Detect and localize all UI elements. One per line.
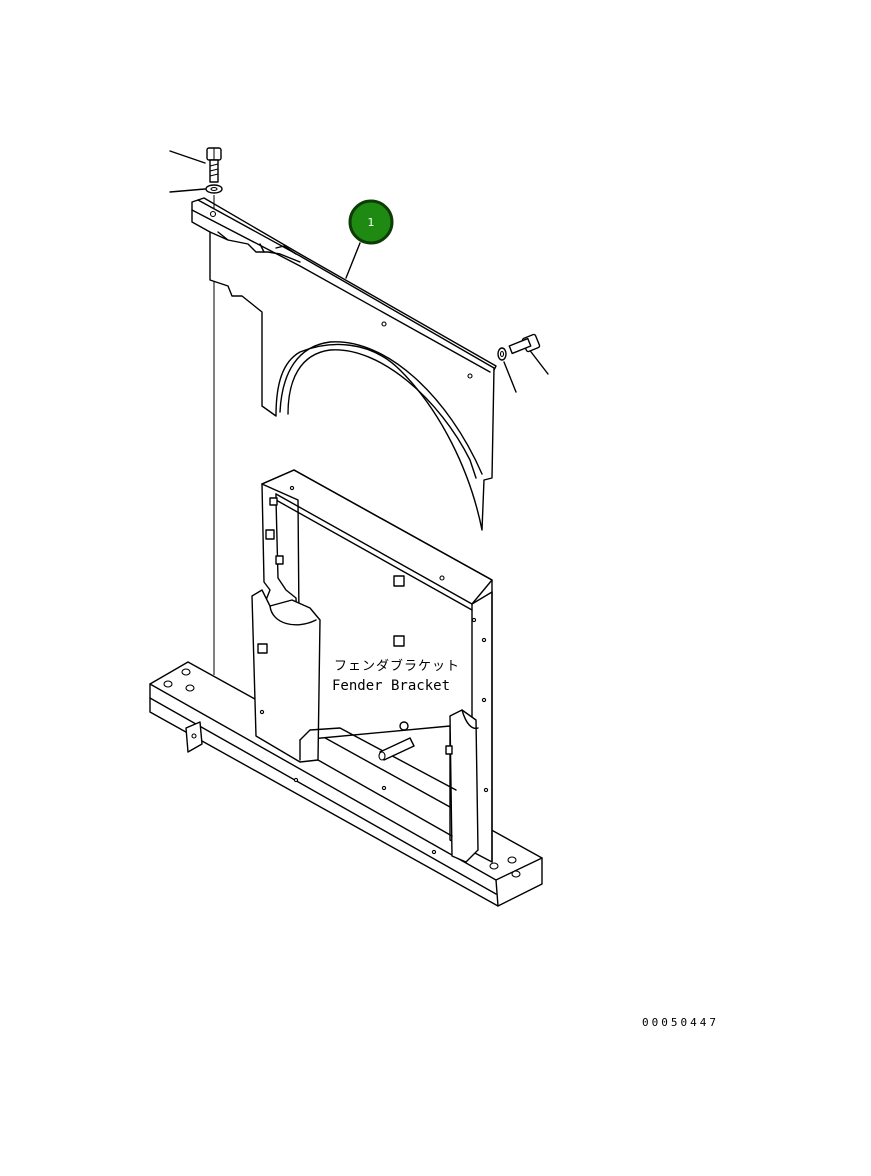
washer-icon (205, 184, 223, 194)
bolt-icon (508, 333, 541, 355)
bolt-icon (206, 147, 222, 183)
callout-1-number: 1 (368, 216, 375, 229)
part-name-label: フェンダブラケット Fender Bracket (332, 658, 460, 694)
fender-panel[interactable] (191, 197, 497, 531)
weld-nut (257, 497, 453, 755)
washer-top-left[interactable] (169, 184, 223, 194)
washer-right[interactable] (497, 347, 517, 393)
fender-bracket-frame[interactable] (149, 469, 543, 907)
drawing-code: 00050447 (642, 1016, 719, 1029)
washer-icon (497, 347, 507, 361)
bolt-right[interactable] (508, 333, 549, 375)
callout-1-badge (348, 199, 394, 245)
bolt-top-left[interactable] (169, 147, 222, 183)
part-name-jp: フェンダブラケット (334, 658, 460, 674)
part-name-en: Fender Bracket (332, 678, 450, 694)
callout-1[interactable]: 1 (345, 199, 394, 279)
